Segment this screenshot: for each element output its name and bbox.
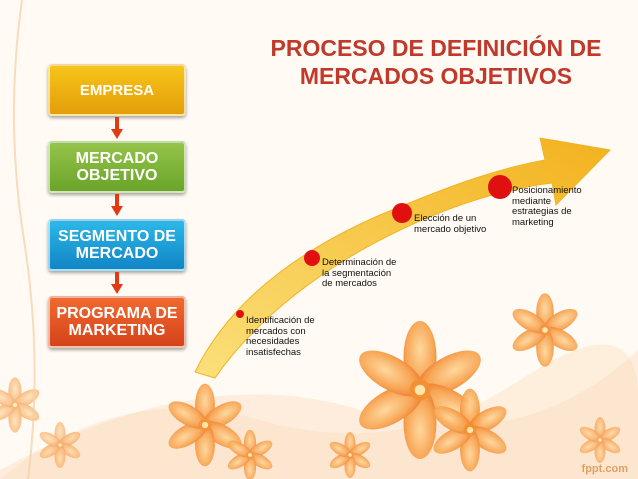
title-line-1: PROCESO DE DEFINICIÓN DE <box>270 35 602 61</box>
step-dot-4 <box>488 175 512 199</box>
step-label-4: Posicionamiento mediante estrategias de … <box>512 185 582 228</box>
title-line-2: MERCADOS OBJETIVOS <box>299 63 573 89</box>
step-label-2: Determinación de la segmentación de merc… <box>322 257 397 289</box>
box-empresa: EMPRESA <box>48 64 186 116</box>
box-programa-label: PROGRAMA DE MARKETING <box>56 305 178 339</box>
down-arrow-icon <box>111 117 123 139</box>
box-programa-de-marketing: PROGRAMA DE MARKETING <box>48 296 186 348</box>
down-arrow-icon <box>111 272 123 294</box>
box-empresa-label: EMPRESA <box>79 81 155 99</box>
step-label-1: Identificación de mercados con necesidad… <box>246 315 315 358</box>
step-dot-3 <box>392 203 412 223</box>
step-label-3: Elección de un mercado objetivo <box>414 213 487 235</box>
box-mercado-objetivo-label: MERCADO OBJETIVO <box>75 150 159 184</box>
page-title: PROCESO DE DEFINICIÓN DE MERCADOS OBJETI… <box>236 34 636 90</box>
footer-brand: fppt.com <box>581 463 628 475</box>
box-segmento-label: SEGMENTO DE MERCADO <box>58 228 176 262</box>
step-dot-2 <box>304 250 320 266</box>
step-dot-1 <box>236 310 244 318</box>
down-arrow-icon <box>111 194 123 216</box>
box-segmento-de-mercado: SEGMENTO DE MERCADO <box>48 219 186 271</box>
box-mercado-objetivo: MERCADO OBJETIVO <box>48 141 186 193</box>
